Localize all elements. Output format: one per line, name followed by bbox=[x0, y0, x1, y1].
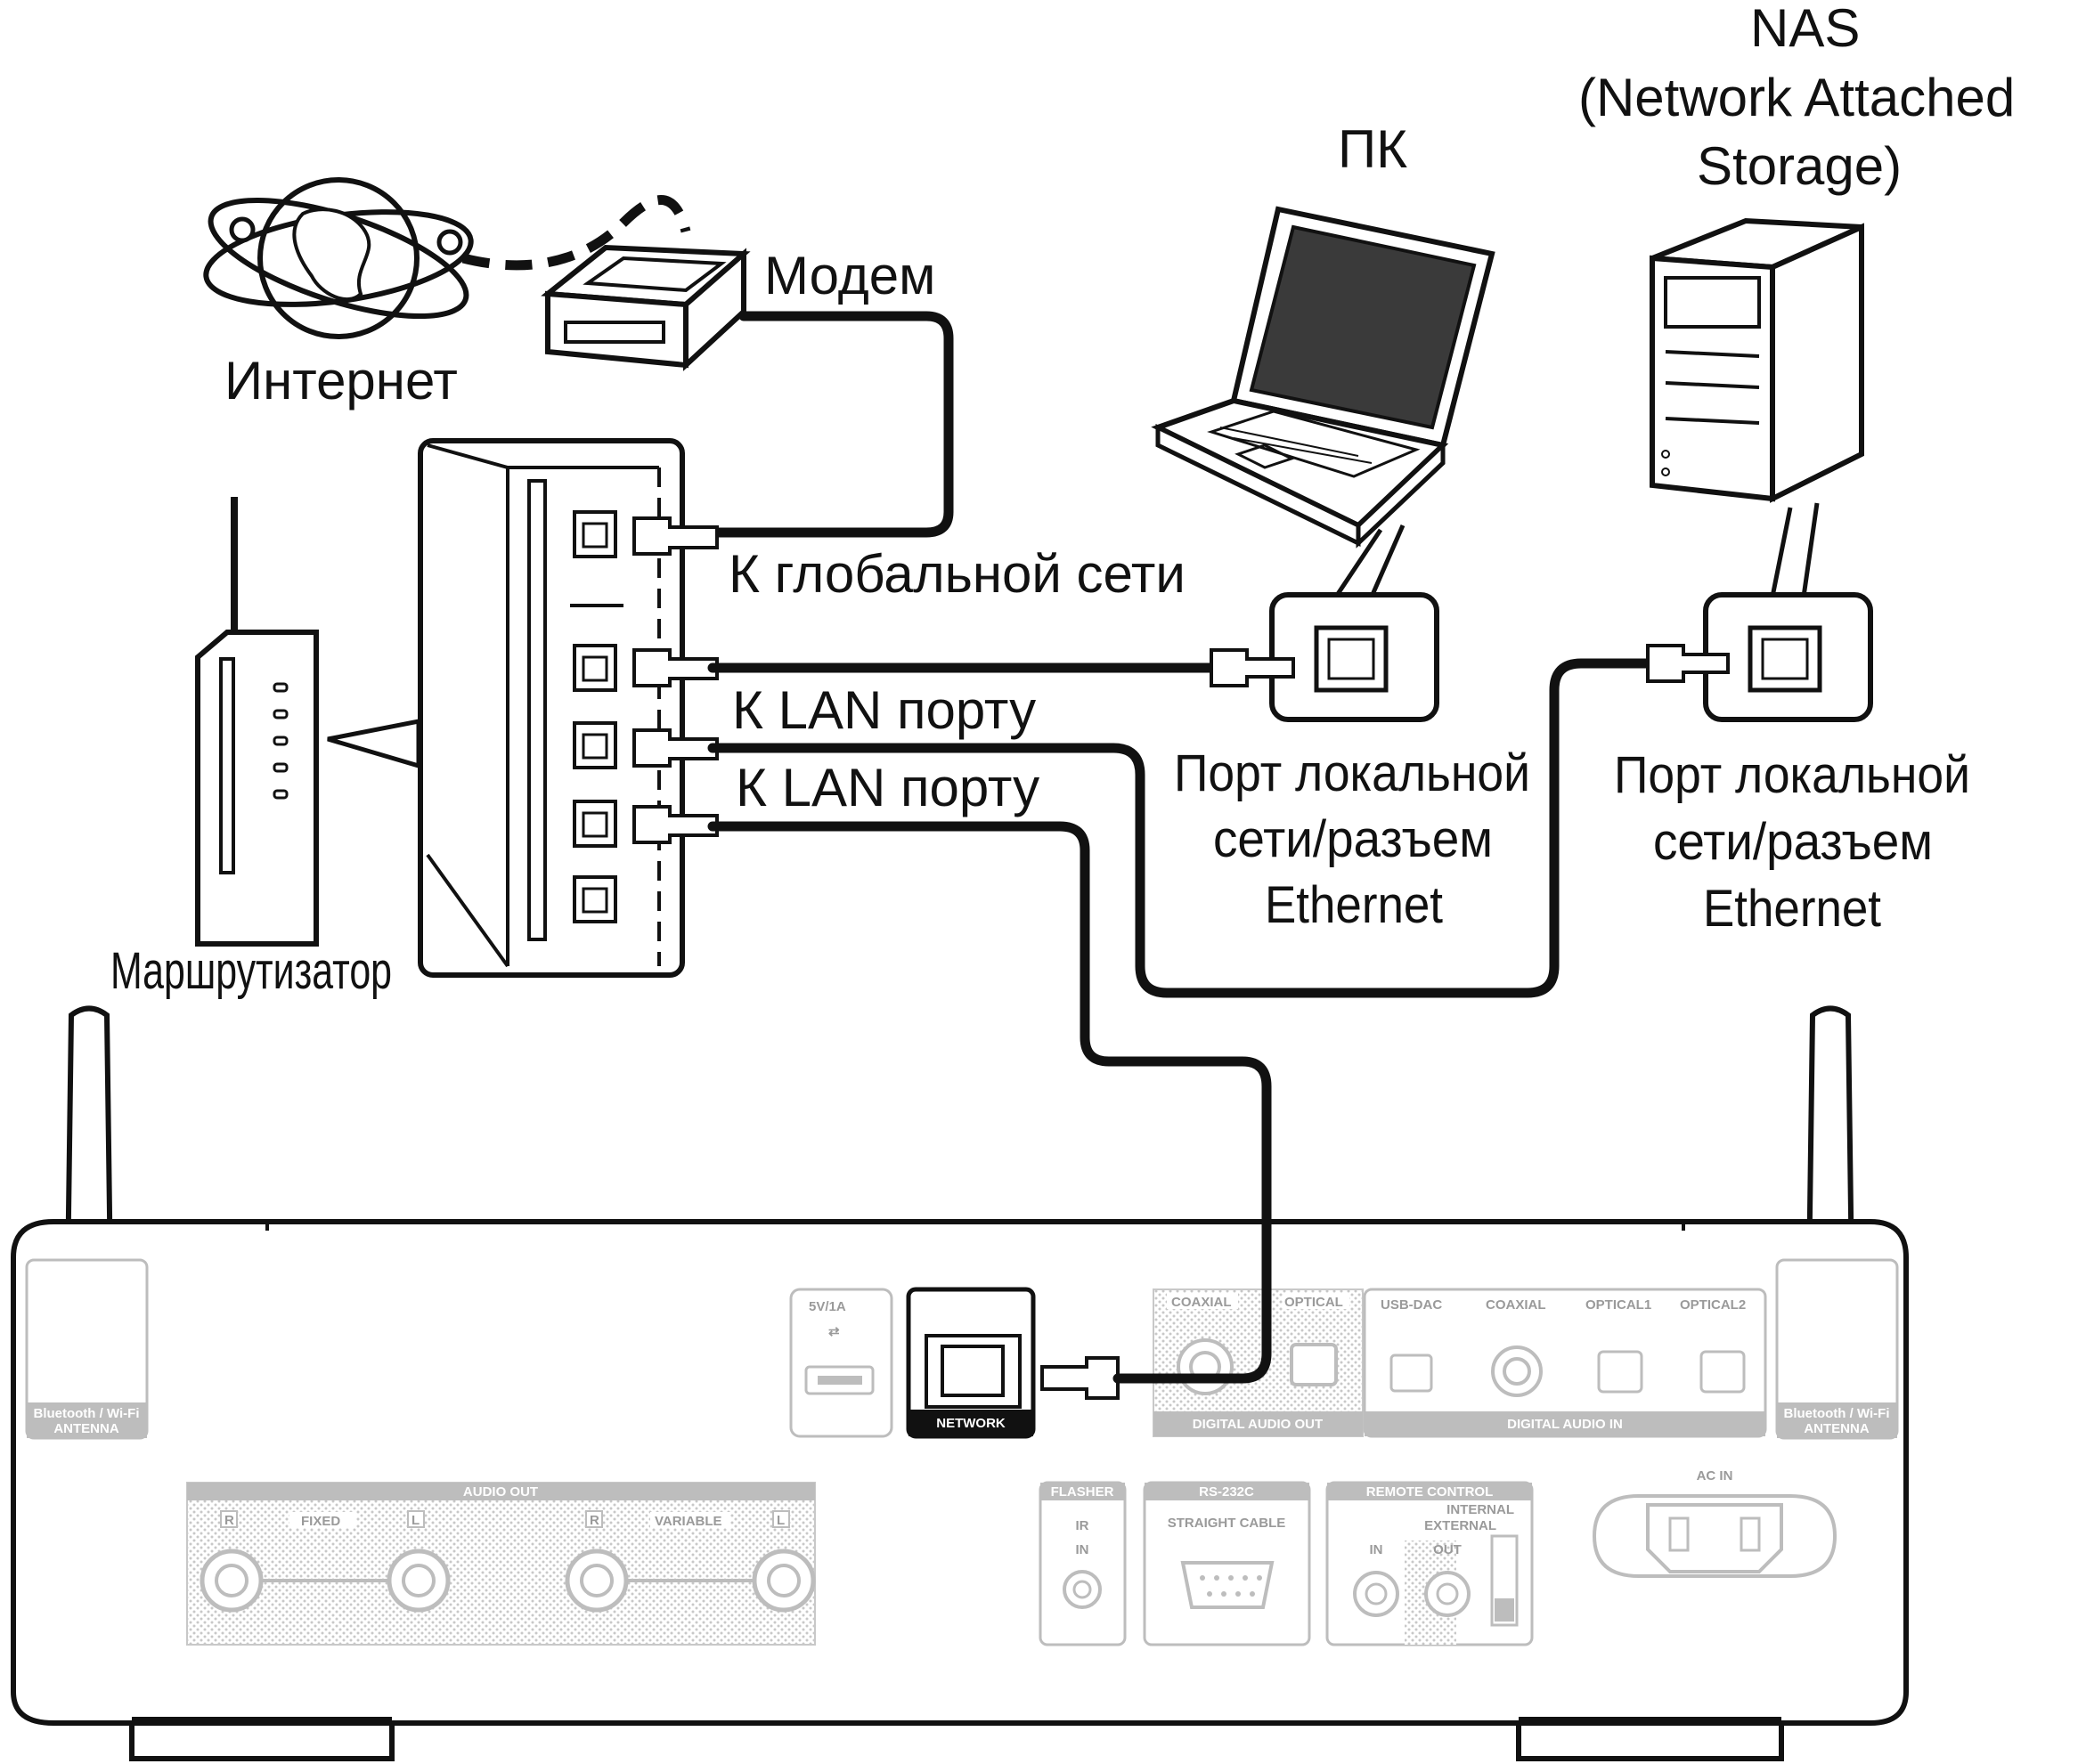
external-label: EXTERNAL bbox=[1424, 1518, 1496, 1533]
flasher-in-label: IN bbox=[1076, 1542, 1089, 1557]
nas-label-3: Storage) bbox=[1697, 136, 1902, 196]
optical-out-label: OPTICAL bbox=[1284, 1295, 1343, 1310]
antenna-right-label-2: ANTENNA bbox=[1804, 1421, 1869, 1436]
nas-port-label-2: сети/разъем bbox=[1653, 813, 1933, 871]
variable-label: VARIABLE bbox=[655, 1514, 722, 1529]
router-lan-port-4 bbox=[573, 875, 617, 923]
pc-lan-port-callout bbox=[1210, 592, 1439, 722]
usb-icon: ⇄ bbox=[828, 1324, 840, 1339]
internal-label: INTERNAL bbox=[1446, 1502, 1514, 1517]
audio-out-label: AUDIO OUT bbox=[463, 1484, 538, 1500]
nas-port-label-1: Порт локальной bbox=[1614, 746, 1970, 804]
nas-label-2: (Network Attached bbox=[1578, 68, 2015, 127]
fixed-l-label: L bbox=[411, 1513, 420, 1528]
nas-port-label-3: Ethernet bbox=[1703, 880, 1881, 938]
flasher-ir-label: IR bbox=[1076, 1518, 1089, 1533]
variable-r-label: R bbox=[590, 1513, 599, 1528]
rc-in-label: IN bbox=[1370, 1542, 1383, 1557]
pc-port-label-2: сети/разъем bbox=[1213, 810, 1493, 868]
internet-label: Интернет bbox=[224, 351, 458, 411]
rs232c-label: RS-232C bbox=[1199, 1484, 1254, 1500]
optical2-label: OPTICAL2 bbox=[1680, 1297, 1746, 1313]
antenna-left-label-1: Bluetooth / Wi-Fi bbox=[33, 1406, 139, 1421]
digital-audio-in: USB-DAC COAXIAL OPTICAL1 OPTICAL2 DIGITA… bbox=[1363, 1288, 1767, 1438]
nas-lan-port-callout bbox=[1646, 592, 1873, 722]
variable-l-label: L bbox=[777, 1513, 785, 1528]
audio-out: AUDIO OUT FIXED VARIABLE R L R L bbox=[186, 1482, 816, 1646]
digital-audio-out: COAXIAL OPTICAL DIGITAL AUDIO OUT bbox=[1153, 1288, 1364, 1437]
pc-laptop-icon bbox=[1151, 206, 1495, 599]
internet-globe-icon bbox=[203, 177, 474, 339]
wan-cable bbox=[707, 311, 954, 538]
rc-out-label: OUT bbox=[1433, 1542, 1462, 1557]
device-rear-panel: Bluetooth / Wi-Fi ANTENNA Bluetooth / Wi… bbox=[11, 1005, 1909, 1761]
usb-dac-label: USB-DAC bbox=[1381, 1297, 1442, 1313]
lan-label-1: К LAN порту bbox=[732, 680, 1036, 740]
modem-icon bbox=[541, 244, 751, 371]
router-wan-port bbox=[573, 510, 617, 558]
digital-audio-in-label: DIGITAL AUDIO IN bbox=[1507, 1417, 1623, 1432]
antenna-left-label-2: ANTENNA bbox=[53, 1421, 118, 1436]
wan-label: К глобальной сети bbox=[729, 544, 1186, 604]
ac-in-label: AC IN bbox=[1697, 1468, 1733, 1484]
pc-plug bbox=[1210, 648, 1295, 687]
ac-inlet: AC IN bbox=[1592, 1468, 1837, 1578]
fixed-r-label: R bbox=[224, 1513, 234, 1528]
router-plugs bbox=[632, 516, 719, 844]
fixed-label: FIXED bbox=[301, 1514, 340, 1529]
usb-power-port: 5V/1A ⇄ bbox=[789, 1288, 893, 1438]
antenna-right-label-1: Bluetooth / Wi-Fi bbox=[1783, 1406, 1889, 1421]
internet-link-dashed bbox=[461, 195, 691, 271]
network-port: NETWORK bbox=[906, 1287, 1036, 1439]
straight-cable-label: STRAIGHT CABLE bbox=[1168, 1516, 1286, 1531]
router-icon bbox=[195, 497, 421, 947]
flasher-input: FLASHER IR IN bbox=[1039, 1481, 1127, 1646]
router-lan-port-1 bbox=[573, 644, 617, 692]
router-lan-port-3 bbox=[573, 800, 617, 848]
nas-plug bbox=[1646, 644, 1730, 683]
usb-power-label: 5V/1A bbox=[809, 1299, 846, 1314]
nas-label-1: NAS bbox=[1750, 0, 1860, 58]
coaxial-out-label: COAXIAL bbox=[1171, 1295, 1232, 1310]
router-port-panel bbox=[418, 438, 685, 978]
router-label: Маршрутизатор bbox=[110, 942, 392, 1000]
pc-label: ПК bbox=[1338, 119, 1407, 179]
network-plug bbox=[1040, 1356, 1120, 1400]
network-label: NETWORK bbox=[936, 1416, 1006, 1431]
lan-label-2: К LAN порту bbox=[736, 758, 1039, 817]
device-cable-end bbox=[1112, 1090, 1272, 1384]
pc-port-label-1: Порт локальной bbox=[1174, 744, 1530, 802]
nas-cable bbox=[707, 658, 1658, 998]
rs232c-port: RS-232C STRAIGHT CABLE bbox=[1143, 1481, 1311, 1646]
coaxial-in-label: COAXIAL bbox=[1486, 1297, 1546, 1313]
remote-control-label: REMOTE CONTROL bbox=[1366, 1484, 1494, 1500]
pc-port-label-3: Ethernet bbox=[1265, 876, 1443, 934]
digital-audio-out-label: DIGITAL AUDIO OUT bbox=[1193, 1417, 1323, 1432]
router-lan-port-2 bbox=[573, 721, 617, 769]
remote-control-ports: REMOTE CONTROL INTERNAL EXTERNAL IN OUT bbox=[1325, 1481, 1534, 1646]
optical1-label: OPTICAL1 bbox=[1585, 1297, 1651, 1313]
nas-icon bbox=[1650, 217, 1864, 599]
modem-label: Модем bbox=[764, 246, 935, 305]
flasher-label: FLASHER bbox=[1051, 1484, 1114, 1500]
